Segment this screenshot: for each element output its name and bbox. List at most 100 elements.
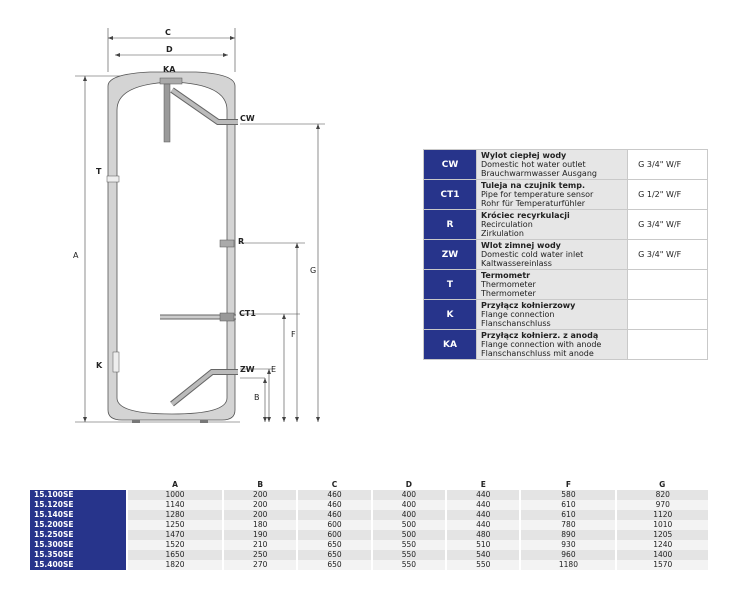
legend-desc-de: Kaltwassereinlass <box>481 259 552 268</box>
dimension-value: 1205 <box>615 530 708 540</box>
dimension-value: 180 <box>222 520 298 530</box>
dimension-value: 460 <box>296 500 372 510</box>
dimension-value: 1820 <box>125 560 224 570</box>
dimension-value: 550 <box>370 540 447 550</box>
label-ka: KA <box>163 65 176 74</box>
dimension-value: 1280 <box>125 510 224 520</box>
dimension-value: 930 <box>519 540 617 550</box>
dimension-value: 440 <box>445 510 521 520</box>
dimension-value: 400 <box>370 510 447 520</box>
dimension-value: 250 <box>222 550 298 560</box>
dims-header: F <box>520 480 617 490</box>
model-name: 15.200SE <box>30 520 127 530</box>
label-ct1: CT1 <box>239 309 256 318</box>
legend-connection: G 1/2" W/F <box>627 179 708 210</box>
legend-desc-de: Brauchwarmwasser Ausgang <box>481 169 597 178</box>
legend-row: CT1 Tuleja na czujnik temp.Pipe for tempe… <box>423 179 708 210</box>
legend-desc-pl: Króciec recyrkulacji <box>481 211 570 220</box>
dimension-value: 550 <box>370 550 447 560</box>
label-k: K <box>96 361 103 370</box>
model-name: 15.100SE <box>30 490 127 500</box>
dimension-value: 440 <box>445 490 521 500</box>
legend-desc-en: Thermometer <box>481 280 536 289</box>
legend-desc-pl: Wlot zimnej wody <box>481 241 561 250</box>
label-zw: ZW <box>240 365 255 374</box>
legend-connection <box>627 299 708 330</box>
dimension-value: 600 <box>296 530 372 540</box>
legend-desc-pl: Wylot ciepłej wody <box>481 151 567 160</box>
dimension-value: 200 <box>222 490 298 500</box>
legend-code: ZW <box>423 239 477 270</box>
legend-desc-de: Flanschanschluss mit anode <box>481 349 594 358</box>
legend-desc-en: Recirculation <box>481 220 533 229</box>
dimension-value: 270 <box>222 560 298 570</box>
dimension-value: 1250 <box>125 520 224 530</box>
legend-code: CT1 <box>423 179 477 210</box>
legend-desc-de: Rohr für Temperaturfühler <box>481 199 586 208</box>
dimension-value: 500 <box>370 520 447 530</box>
label-t: T <box>96 167 102 176</box>
dimension-value: 1010 <box>615 520 708 530</box>
legend-code: R <box>423 209 477 240</box>
model-name: 15.400SE <box>30 560 127 570</box>
dimension-value: 190 <box>222 530 298 540</box>
legend-desc-en: Flange connection <box>481 310 555 319</box>
dimension-value: 890 <box>519 530 617 540</box>
model-name: 15.350SE <box>30 550 127 560</box>
dimension-value: 400 <box>370 500 447 510</box>
legend-code: T <box>423 269 477 300</box>
legend-code: K <box>423 299 477 330</box>
label-b: B <box>254 393 260 402</box>
legend-desc-en: Flange connection with anode <box>481 340 602 349</box>
label-a: A <box>73 251 79 260</box>
dimension-value: 550 <box>370 560 447 570</box>
legend-connection: G 3/4" W/F <box>627 149 708 180</box>
dimension-value: 210 <box>222 540 298 550</box>
dimension-value: 650 <box>296 550 372 560</box>
label-e: E <box>271 365 276 374</box>
legend-desc-de: Zirkulation <box>481 229 524 238</box>
legend-code: CW <box>423 149 477 180</box>
dimension-value: 400 <box>370 490 447 500</box>
dimension-value: 650 <box>296 540 372 550</box>
label-r: R <box>238 237 244 246</box>
model-name: 15.300SE <box>30 540 127 550</box>
legend-connection: G 3/4" W/F <box>627 209 708 240</box>
dimension-value: 580 <box>519 490 617 500</box>
dims-header: B <box>223 480 298 490</box>
legend-desc-pl: Przyłącz kołnierzowy <box>481 301 576 310</box>
legend-desc-en: Domestic hot water outlet <box>481 160 586 169</box>
dimension-value: 200 <box>222 500 298 510</box>
dimension-value: 820 <box>615 490 708 500</box>
dimension-value: 780 <box>519 520 617 530</box>
legend-desc-de: Flanschanschluss <box>481 319 551 328</box>
dimension-value: 1180 <box>519 560 617 570</box>
legend-desc-pl: Tuleja na czujnik temp. <box>481 181 585 190</box>
dims-header: E <box>446 480 521 490</box>
dimension-value: 480 <box>445 530 521 540</box>
label-d: D <box>166 45 173 54</box>
legend-desc-en: Domestic cold water inlet <box>481 250 584 259</box>
dimension-value: 510 <box>445 540 521 550</box>
legend-connection: G 3/4" W/F <box>627 239 708 270</box>
tank-drawing: C D KA CW T R CT1 K ZW A G F E B <box>73 28 325 423</box>
dimension-value: 960 <box>519 550 617 560</box>
dims-header: C <box>297 480 372 490</box>
legend-desc-en: Pipe for temperature sensor <box>481 190 594 199</box>
